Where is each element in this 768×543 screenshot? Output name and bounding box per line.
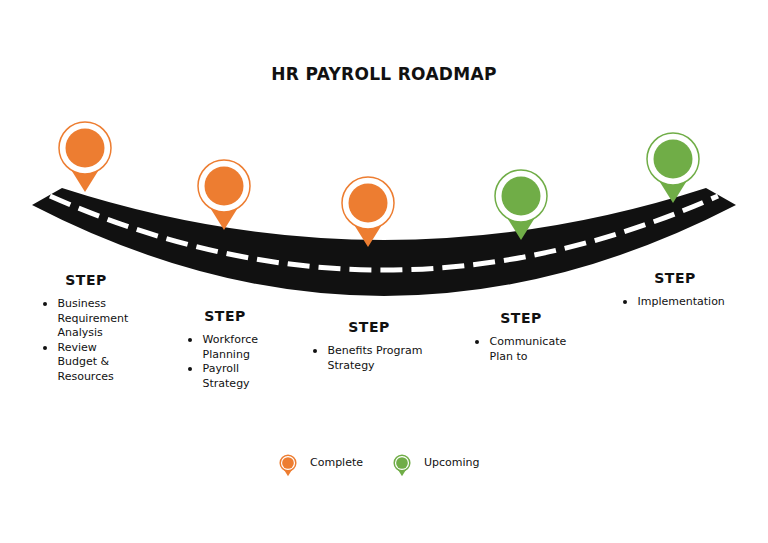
bullet-text: Benefits Program Strategy — [328, 344, 423, 372]
pin-ring — [280, 455, 296, 471]
bullet-dot — [475, 340, 479, 344]
pin-ring — [647, 133, 699, 185]
legend-swatch — [278, 453, 298, 477]
pin-ring — [394, 455, 410, 471]
bullet-item: Review Budget & Resources — [41, 341, 132, 385]
step-heading: STEP — [41, 272, 132, 288]
step-block: STEP Implementation — [621, 270, 730, 310]
pin-core — [66, 129, 105, 168]
step-block: STEP Workforce PlanningPayroll Strategy — [186, 308, 265, 391]
legend-swatch — [392, 453, 412, 477]
step-block: STEP Business Requirement AnalysisReview … — [41, 272, 132, 384]
pin-ring — [342, 177, 394, 229]
step-heading: STEP — [473, 310, 570, 326]
legend-label: Complete — [310, 456, 363, 470]
pin-core — [282, 457, 294, 469]
bullet-text: Communicate Plan to — [490, 335, 567, 363]
bullet-dot — [43, 346, 47, 350]
pin-ring — [198, 160, 250, 212]
step-heading: STEP — [311, 319, 428, 335]
bullet-item: Benefits Program Strategy — [311, 344, 428, 373]
map-pin — [647, 133, 699, 203]
pin-ring — [59, 122, 111, 174]
legend-label: Upcoming — [424, 456, 480, 470]
map-pin — [59, 122, 111, 192]
bullet-text: Implementation — [638, 295, 725, 308]
step-block: STEP Communicate Plan to — [473, 310, 570, 364]
bullet-dot — [313, 349, 317, 353]
step-block: STEP Benefits Program Strategy — [311, 319, 428, 373]
bullet-dot — [43, 302, 47, 306]
pin-group — [59, 122, 699, 247]
bullet-text: Review Budget & Resources — [58, 341, 114, 383]
pin-core — [205, 167, 244, 206]
bullet-text: Business Requirement Analysis — [58, 297, 129, 339]
bullet-item: Workforce Planning — [186, 333, 265, 362]
step-heading: STEP — [186, 308, 265, 324]
step-heading: STEP — [621, 270, 730, 286]
bullet-dot — [188, 338, 192, 342]
bullet-dot — [188, 367, 192, 371]
pin-core — [502, 177, 541, 216]
bullet-text: Payroll Strategy — [203, 362, 250, 390]
pin-core — [396, 457, 408, 469]
bullet-item: Payroll Strategy — [186, 362, 265, 391]
map-pin — [198, 160, 250, 230]
pin-core — [349, 184, 388, 223]
bullet-dot — [623, 300, 627, 304]
diagram-title: HR PAYROLL ROADMAP — [0, 64, 768, 84]
pin-core — [654, 140, 693, 179]
map-pin — [495, 170, 547, 240]
bullet-item: Communicate Plan to — [473, 335, 570, 364]
pin-ring — [495, 170, 547, 222]
bullet-item: Implementation — [621, 295, 730, 310]
map-pin — [342, 177, 394, 247]
bullet-text: Workforce Planning — [203, 333, 259, 361]
bullet-item: Business Requirement Analysis — [41, 297, 132, 341]
